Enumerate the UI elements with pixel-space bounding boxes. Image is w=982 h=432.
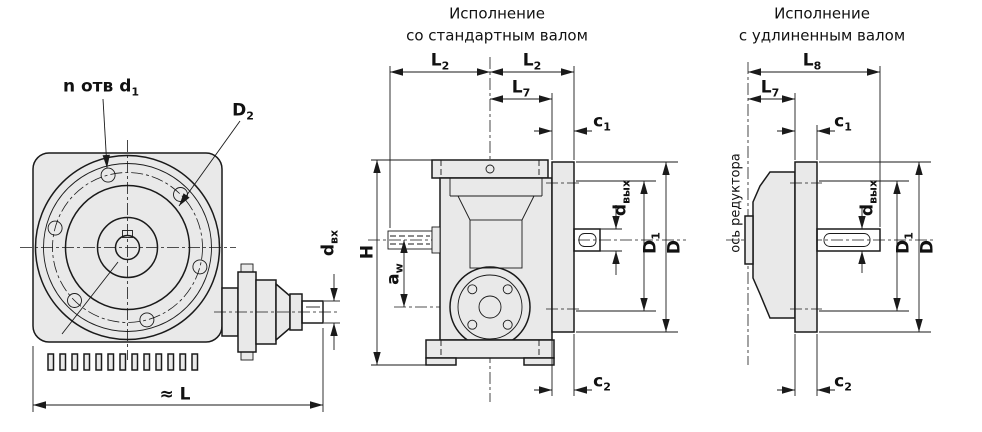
dim-d-flange-extended [819, 161, 931, 333]
label-l7-extended: L7 [760, 77, 780, 100]
label-l2-left: L2 [430, 50, 450, 73]
dim-overall-length [32, 328, 324, 412]
label-n-holes-d1: n отв d1 [62, 76, 140, 99]
dim-l2-right [490, 66, 575, 160]
label-gearbox-axis: ось редуктора [728, 153, 744, 253]
dim-height [371, 159, 432, 366]
label-l8: L8 [802, 50, 822, 73]
label-c1-extended: c1 [834, 111, 852, 134]
title-extended-line1: Исполнение [774, 4, 870, 23]
label-d-in: dвх [318, 229, 341, 257]
title-standard-line1: Исполнение [449, 4, 545, 23]
dim-c2-standard [534, 334, 592, 396]
label-d-flange-standard: D [664, 239, 685, 255]
ext-body-profile [752, 171, 796, 319]
dim-l7-standard [490, 93, 553, 160]
leader-d2 [178, 120, 241, 207]
extended-shaft-view [726, 62, 934, 396]
title-extended-line2: с удлиненным валом [738, 26, 906, 45]
label-d-flange-extended: D [917, 239, 938, 255]
output-keyway [578, 233, 597, 247]
dim-d1-standard [576, 180, 656, 312]
label-overall-length: ≈ L [159, 384, 191, 405]
label-l2-right: L2 [522, 50, 542, 73]
output-shaft-standard [573, 228, 601, 252]
output-flange [551, 161, 575, 333]
dim-d1-extended [819, 180, 909, 312]
label-c1-standard: c1 [593, 111, 611, 134]
dim-d-in [324, 274, 340, 350]
input-shaft-assembly [214, 263, 338, 361]
label-d1-standard: D1 [640, 232, 663, 254]
standard-shaft-view [368, 57, 686, 402]
cooling-fins [47, 353, 199, 371]
label-d-out-standard: dвых [610, 179, 633, 217]
label-l7-standard: L7 [511, 77, 531, 100]
output-shaft-extended [816, 228, 881, 252]
dim-d-out-standard [600, 205, 622, 275]
front-view [20, 98, 340, 412]
top-plate [431, 159, 549, 179]
label-d1-extended: D1 [893, 232, 916, 254]
dim-l8 [748, 66, 881, 227]
title-standard-line2: со стандартным валом [406, 26, 588, 45]
dim-l7-extended [748, 93, 796, 160]
label-height: H [357, 244, 378, 260]
label-d2: D2 [232, 100, 254, 123]
label-c2-standard: c2 [593, 371, 611, 394]
ext-output-flange [794, 161, 818, 333]
dim-d-flange-standard [576, 161, 678, 333]
label-c2-extended: c2 [834, 371, 852, 394]
dim-c2-extended [777, 334, 835, 396]
dim-c1-extended [777, 125, 835, 160]
rear-shaft-end [387, 226, 441, 254]
dim-l2-left [389, 66, 490, 228]
label-center-distance: aw [383, 263, 406, 285]
base-plate [425, 339, 555, 359]
label-d-out-extended: dвых [857, 179, 880, 217]
leader-holes [102, 98, 110, 169]
ext-output-keyway [823, 233, 871, 247]
